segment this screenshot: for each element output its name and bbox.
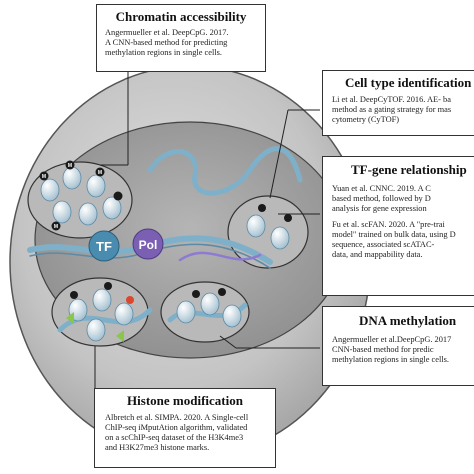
box-text-line: cytometry (CyTOF) [332, 115, 400, 124]
nucleosomes-dnameth [176, 292, 242, 328]
box-text-line: on a scChIP-seq dataset of the H3K4me3 [105, 433, 244, 442]
celltype-zoom-circle [227, 195, 309, 269]
histone-modification-text: Albretch et al. SIMPA. 2020. A Single-ce… [95, 409, 275, 453]
box-text-line: method as a gating strategy for mas [332, 105, 452, 114]
nucleosomes-histone [68, 288, 134, 342]
box-text-line: methylation regions in single cells. [332, 355, 449, 364]
box-text-line: Li et al. DeepCyTOF. 2016. AE- ba [332, 95, 451, 104]
chromatin-accessibility-text: Angermueller et al. DeepCpG. 2017. A CNN… [97, 25, 265, 58]
nucleosomes-celltype [246, 214, 290, 250]
box-text-line: CNN-based method for predic [332, 345, 434, 354]
chromatin-accessibility-box: Chromatin accessibility Angermueller et … [96, 4, 266, 72]
dna-strands [27, 146, 303, 333]
box-text-line: Yuan et al. CNNC. 2019. A C [332, 184, 431, 193]
box-text-line: Angermueller et al.DeepCpG. 2017 [332, 335, 452, 344]
methyl-marks-chromatin [39, 160, 123, 231]
box-text-line: Albretch et al. SIMPA. 2020. A Single-ce… [105, 413, 249, 422]
pol-label: Pol [139, 238, 158, 252]
dnameth-marks [192, 288, 226, 298]
box-text-line: ChIP-seq iMputAtion algorithm, validated [105, 423, 248, 432]
pol-protein [132, 228, 164, 260]
dna-methylation-text: Angermueller et al.DeepCpG. 2017 CNN-bas… [323, 329, 474, 365]
box-text-line: methylation regions in single cells. [105, 48, 222, 57]
celltype-marks [258, 204, 292, 222]
methyl-mark-label: M [54, 224, 58, 230]
methyl-mark-label: M [98, 170, 102, 176]
tf-gene-relationship-text: Yuan et al. CNNC. 2019. A C based method… [323, 178, 474, 260]
box-text-line: data, and mappability data. [332, 250, 423, 259]
cell-type-identification-box: Cell type identification Li et al. DeepC… [322, 70, 474, 136]
connector-lines [94, 72, 320, 388]
methyl-mark-label: M [68, 163, 72, 169]
chromatin-accessibility-title: Chromatin accessibility [115, 9, 247, 24]
histone-modification-title: Histone modification [127, 393, 243, 408]
methyl-mark-label: M [42, 174, 46, 180]
cell-type-identification-title: Cell type identification [345, 75, 472, 90]
box-text-line: and H3K27me3 histone marks. [105, 443, 210, 452]
box-text-line: analysis for gene expression [332, 204, 427, 213]
nucleosomes-chromatin [40, 166, 122, 226]
box-text-line: Fu et al. scFAN. 2020. A "pre-trai [332, 220, 445, 229]
histone-modification-box: Histone modification Albretch et al. SIM… [94, 388, 276, 468]
box-text-line: model" trained on bulk data, using D [332, 230, 456, 239]
tf-protein [88, 230, 120, 262]
box-text-line: based method, followed by D [332, 194, 431, 203]
dna-methylation-title: DNA methylation [359, 313, 457, 328]
box-text-line: A CNN-based method for predicting [105, 38, 228, 47]
dna-methylation-box: DNA methylation Angermueller et al.DeepC… [322, 306, 474, 386]
cell-type-identification-text: Li et al. DeepCyTOF. 2016. AE- ba method… [323, 91, 474, 125]
tf-gene-relationship-box: TF-gene relationship Yuan et al. CNNC. 2… [322, 156, 474, 296]
histone-marks [66, 282, 134, 342]
tf-label: TF [96, 239, 112, 254]
tf-gene-relationship-title: TF-gene relationship [351, 162, 467, 177]
box-text-line: Angermueller et al. DeepCpG. 2017. [105, 28, 229, 37]
box-text-line: sequence, associated scATAC- [332, 240, 435, 249]
